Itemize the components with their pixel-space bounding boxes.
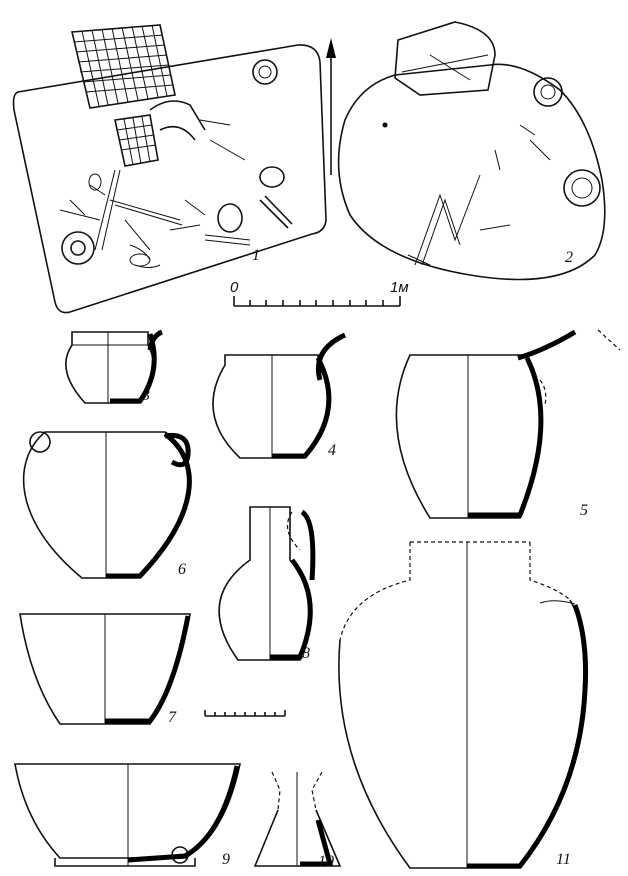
grid-object-small <box>114 114 159 167</box>
vessel-9: 9 <box>14 763 241 868</box>
vessel-label-10: 10 <box>318 853 334 870</box>
vessel-4: 4 <box>212 332 347 459</box>
vessel-7: 7 <box>19 613 191 726</box>
north-arrow-icon <box>326 38 336 175</box>
vessel-label-8: 8 <box>302 645 310 662</box>
vessel-6: 6 <box>22 431 192 579</box>
plan-label-1: 1 <box>252 247 260 264</box>
grid-object <box>71 24 176 109</box>
scale-end-label: 1м <box>390 279 409 296</box>
vessel-label-7: 7 <box>168 709 177 726</box>
vessel-11: 11 <box>338 541 589 869</box>
scale-bar-vessels <box>204 710 286 717</box>
vessel-label-5: 5 <box>580 502 588 519</box>
scale-start-label: 0 <box>230 279 239 296</box>
vessel-icon <box>252 59 278 85</box>
vessel-label-9: 9 <box>222 851 230 868</box>
plan-label-2: 2 <box>565 249 573 266</box>
vessel-label-6: 6 <box>178 561 186 578</box>
vessel-label-11: 11 <box>556 851 571 868</box>
vessel-3: 3 <box>65 329 164 404</box>
scale-bar-1m: 0 1м <box>230 279 409 307</box>
vessel-8: 8 <box>218 506 316 662</box>
vessel-label-4: 4 <box>328 442 336 459</box>
vessel-5: 5 <box>395 329 621 519</box>
vessel-10: 10 <box>253 771 342 870</box>
burial-plan-1: 1 <box>12 24 327 314</box>
vessel-label-3: 3 <box>141 387 150 404</box>
vessel-icon <box>61 231 95 265</box>
burial-plan-2: 2 <box>337 21 606 281</box>
